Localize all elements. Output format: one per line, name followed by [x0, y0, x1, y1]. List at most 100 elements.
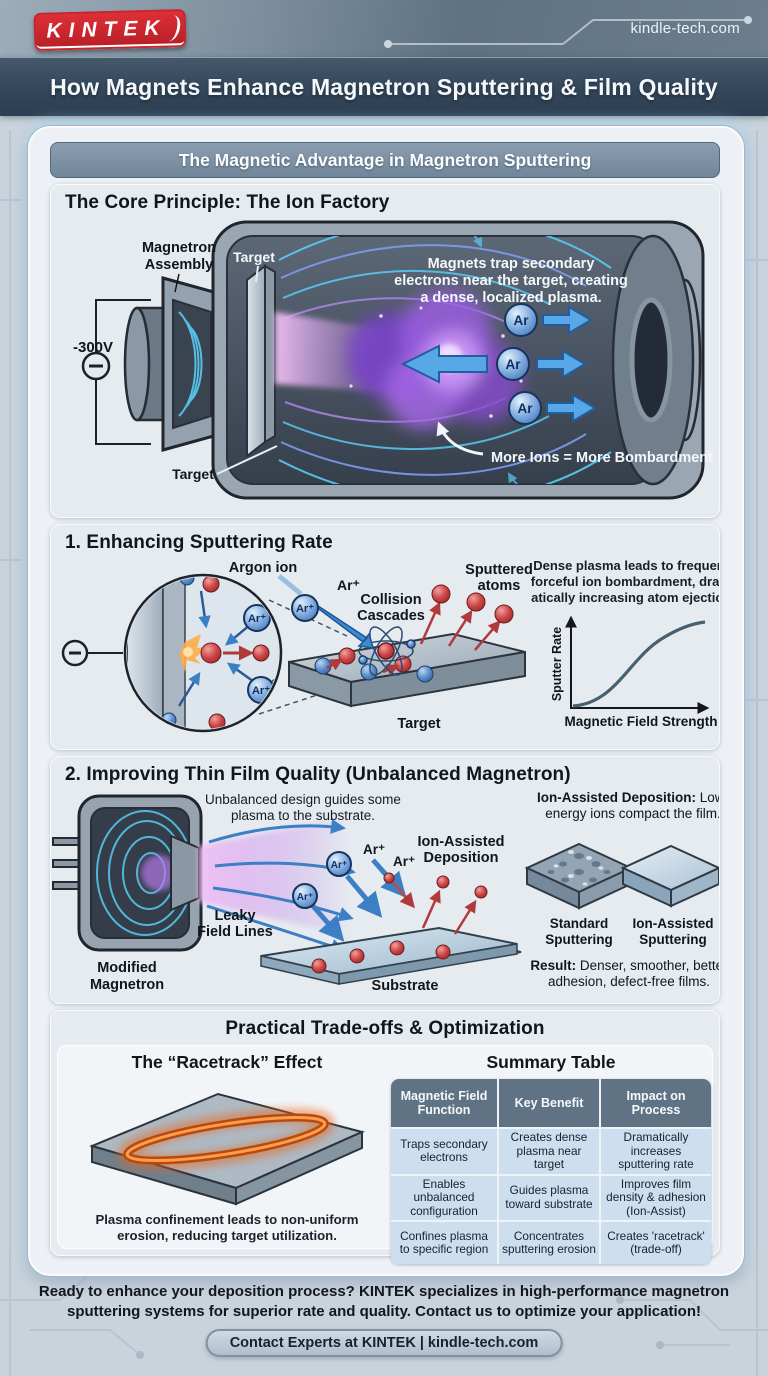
ion-assisted-label: Ion-Assisted Sputtering — [632, 916, 713, 947]
argon-ion-pointer — [277, 574, 303, 596]
target-top-label: Target — [233, 249, 275, 265]
svg-text:plasma to the substrate.: plasma to the substrate. — [231, 808, 375, 823]
tradeoffs-content: The “Racetrack” Effect Plasma confinemen… — [57, 1045, 713, 1264]
unbalanced-caption: Unbalanced design guides some plasma to … — [205, 792, 401, 823]
table-cell: Creates 'racetrack' (trade-off) — [601, 1222, 711, 1264]
projection-lines — [258, 599, 352, 715]
argon-ion-group: Ar Ar Ar — [400, 303, 597, 425]
svg-text:atoms: atoms — [478, 578, 521, 594]
modified-magnetron-label: Modified Magnetron — [90, 960, 164, 993]
sputtering-rate-diagram: Ar⁺ Ar⁺ — [61, 558, 735, 733]
sputtering-rate-panel: 1. Enhancing Sputtering Rate — [50, 524, 735, 750]
target-bottom-pointer — [216, 445, 278, 475]
svg-text:Sputtered: Sputtered — [465, 562, 533, 578]
svg-text:a dense, localized plasma.: a dense, localized plasma. — [420, 290, 601, 306]
substrate-slab — [260, 926, 522, 985]
chart-ylabel: Sputter Rate — [550, 627, 564, 701]
cta-line1: Ready to enhance your deposition process… — [38, 1283, 730, 1300]
website-url: kindle-tech.com — [630, 20, 740, 37]
svg-text:Magnetron: Magnetron — [90, 977, 164, 993]
collision-atom-icon — [358, 626, 416, 676]
racetrack-caption: Plasma confinement leads to non-uniform … — [66, 1212, 388, 1244]
collision-cascades-label: Collision Cascades — [357, 592, 425, 624]
chart-xlabel: Magnetic Field Strength — [564, 714, 717, 729]
svg-text:Dense plasma leads to frequent: Dense plasma leads to frequent, — [533, 558, 719, 573]
infographic-body: The Magnetic Advantage in Magnetron Sput… — [28, 126, 744, 1276]
header-circuit-decoration — [384, 16, 752, 48]
table-cell: Confines plasma to specific region — [391, 1222, 497, 1264]
arrow-left-icon — [400, 344, 488, 384]
svg-text:electrons near the target, cre: electrons near the target, creating — [394, 273, 628, 289]
svg-text:Field Lines: Field Lines — [197, 924, 273, 940]
svg-text:Magnets trap secondary: Magnets trap secondary — [428, 256, 595, 272]
bombardment-note: More Ions = More Bombardment — [491, 450, 713, 466]
target-top-pointer — [255, 265, 259, 283]
svg-text:Sputtering: Sputtering — [639, 932, 707, 947]
svg-text:Leaky: Leaky — [214, 908, 255, 924]
sputtering-rate-heading: 1. Enhancing Sputtering Rate — [65, 532, 333, 553]
header-band: KINTEK kindle-tech.com — [0, 0, 768, 57]
film-quality-panel: 2. Improving Thin Film Quality (Unbalanc… — [50, 756, 729, 1004]
page-title: How Magnets Enhance Magnetron Sputtering… — [50, 73, 718, 100]
kintek-logo: KINTEK — [33, 9, 187, 51]
rate-caption: Dense plasma leads to frequent, forceful… — [531, 558, 735, 605]
magnetron-assembly-illustration — [123, 276, 223, 452]
standard-sputtering-label: Standard Sputtering — [545, 916, 613, 947]
core-principle-panel: The Core Principle: The Ion Factory -300… — [50, 184, 720, 518]
iad-caption-line1: Ion-Assisted Deposition: Low- — [537, 790, 719, 805]
racetrack-illustration — [88, 1092, 366, 1206]
summary-table-section: Summary Table Magnetic Field Function Ke… — [390, 1048, 712, 1264]
table-cell: Creates dense plasma near target — [499, 1129, 599, 1174]
ar-ion-icons: Ar⁺ Ar⁺ Ar⁺ Ar⁺ — [292, 842, 415, 909]
svg-text:Ion-Assisted: Ion-Assisted — [632, 916, 713, 931]
svg-text:forceful ion bombardment, dram: forceful ion bombardment, dram- — [531, 574, 719, 589]
sputtered-atoms-label: Sputtered atoms — [465, 562, 533, 594]
racetrack-caption-line1: Plasma confinement leads to non-uniform — [95, 1212, 359, 1227]
target-bottom-label: Target — [172, 466, 214, 482]
standard-sputtering-block — [524, 842, 634, 910]
plasma-callout: Magnets trap secondary electrons near th… — [394, 256, 628, 306]
assembly-label: Magnetron Assembly — [142, 240, 216, 273]
sputtered-atoms — [419, 584, 514, 651]
footer-cta: Ready to enhance your deposition process… — [0, 1282, 768, 1322]
table-cell: Guides plasma toward substrate — [499, 1175, 599, 1220]
film-quality-diagram: Unbalanced design guides some plasma to … — [52, 790, 729, 994]
table-header-impact: Impact on Process — [601, 1079, 711, 1127]
svg-text:Standard: Standard — [550, 916, 609, 931]
incident-ion-icon — [291, 594, 319, 622]
result-line1: Result: Denser, smoother, better — [530, 958, 719, 973]
core-principle-heading: The Core Principle: The Ion Factory — [65, 192, 390, 213]
svg-text:Modified: Modified — [97, 960, 157, 976]
ar-ion-badge-1: Ar⁺ — [297, 892, 313, 903]
ar-ion-label-1: Ar⁺ — [363, 842, 385, 857]
bombardment-pointer-arrow — [436, 421, 484, 456]
svg-text:atically increasing atom eject: atically increasing atom ejection. — [531, 590, 719, 605]
ion-factory-diagram: -300V — [73, 220, 713, 500]
ar-label-2: Ar — [505, 357, 521, 372]
svg-text:Ion-Assisted: Ion-Assisted — [417, 834, 504, 850]
racetrack-section: The “Racetrack” Effect Plasma confinemen… — [66, 1048, 388, 1246]
ar-plus-badge-1: Ar⁺ — [248, 613, 266, 625]
arrow-right-icon — [536, 305, 597, 423]
ar-label-1: Ar — [513, 313, 529, 328]
iad-caption-line2: energy ions compact the film. — [545, 806, 719, 821]
argon-ion-label: Argon ion — [229, 560, 297, 576]
result-line2: adhesion, defect-free films. — [548, 974, 710, 989]
svg-text:Deposition: Deposition — [424, 850, 499, 866]
summary-table: Magnetic Field Function Key Benefit Impa… — [391, 1079, 711, 1264]
table-cell: Traps secondary electrons — [391, 1129, 497, 1174]
tradeoffs-panel: Practical Trade-offs & Optimization The … — [50, 1010, 720, 1264]
table-header-benefit: Key Benefit — [499, 1079, 599, 1127]
svg-text:Sputtering: Sputtering — [545, 932, 613, 947]
svg-text:Collision: Collision — [360, 592, 421, 608]
target-plate — [246, 263, 276, 459]
film-quality-heading: 2. Improving Thin Film Quality (Unbalanc… — [65, 764, 571, 785]
incident-ion-arrow — [308, 599, 375, 649]
svg-text:Cascades: Cascades — [357, 608, 425, 624]
contact-button[interactable]: Contact Experts at KINTEK | kindle-tech.… — [205, 1329, 563, 1357]
svg-text:Magnetron: Magnetron — [142, 240, 216, 256]
ar-plus-badge-2: Ar⁺ — [252, 685, 270, 697]
ar-plus-label: Ar⁺ — [337, 577, 360, 593]
leaky-field-label: Leaky Field Lines — [197, 908, 273, 940]
incident-ion-badge: Ar⁺ — [296, 603, 314, 615]
